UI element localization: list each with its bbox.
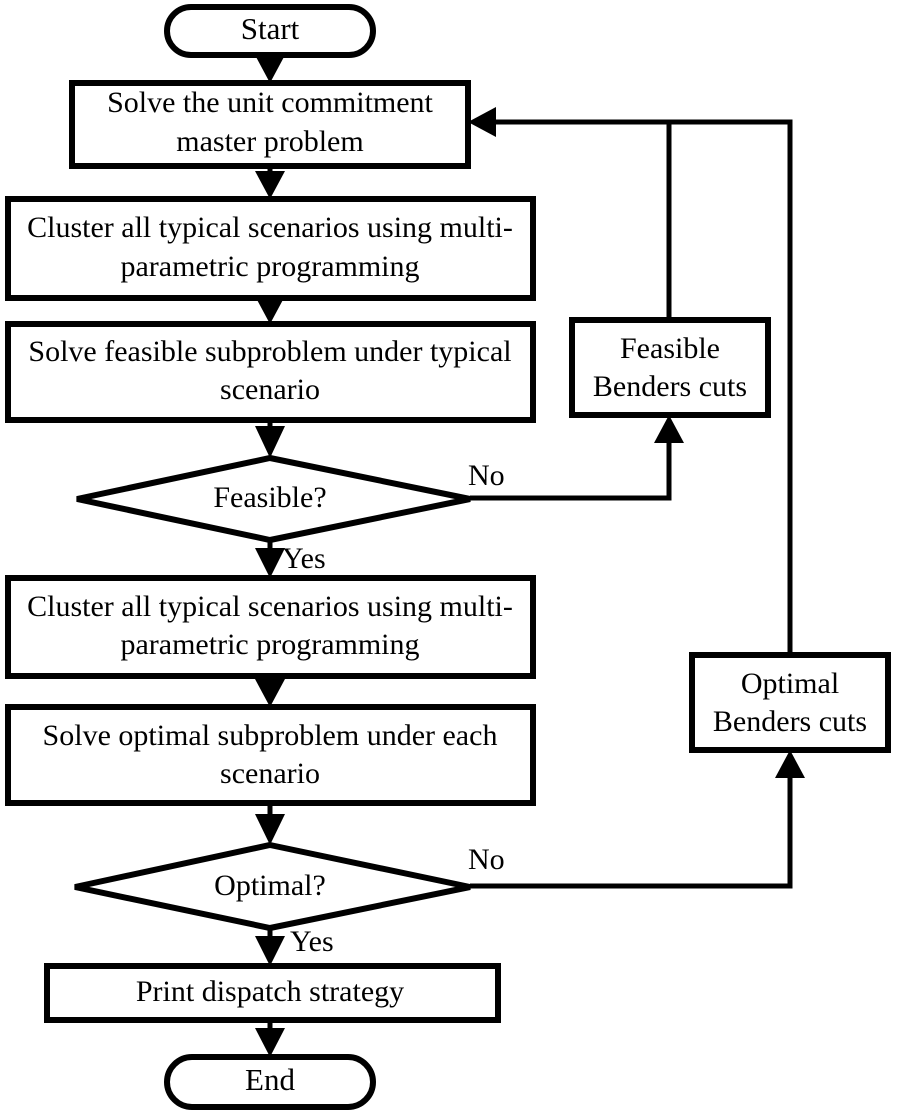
edge-label-optimal-no: No — [468, 843, 505, 876]
node-master-line2: master problem — [176, 125, 363, 158]
node-start[interactable]: Start — [164, 4, 376, 58]
node-cluster-scenarios-1[interactable]: Cluster all typical scenarios using mult… — [5, 196, 536, 301]
node-start-label: Start — [241, 11, 300, 46]
connector-feasiblesub-to-feasible-decision — [255, 420, 285, 458]
node-solve-feasible-subproblem[interactable]: Solve feasible subproblem under typical … — [5, 321, 536, 423]
connector-cluster2-to-optimalsub — [255, 676, 285, 707]
node-optimal-cuts-line2: Benders cuts — [713, 705, 867, 738]
node-solve-optimal-subproblem[interactable]: Solve optimal subproblem under each scen… — [5, 704, 536, 806]
node-optimal-benders-cuts[interactable]: Optimal Benders cuts — [689, 652, 891, 753]
connector-feasible-yes-to-cluster2 — [255, 540, 285, 578]
node-print-label: Print dispatch strategy — [136, 975, 404, 1008]
node-master-line1: Solve the unit commitment — [107, 86, 433, 119]
edge-label-optimal-yes: Yes — [290, 925, 334, 958]
connector-optimal-yes-to-print — [255, 928, 285, 966]
node-cluster1-line2: parametric programming — [120, 250, 419, 283]
connector-feasible-no-to-feasible-cuts — [470, 415, 684, 501]
connector-optimal-no-to-optimal-cuts — [470, 750, 805, 889]
node-cluster1-line1: Cluster all typical scenarios using mult… — [27, 211, 513, 244]
node-cluster2-line1: Cluster all typical scenarios using mult… — [27, 590, 513, 623]
edge-label-feasible-yes: Yes — [282, 542, 326, 575]
node-feasible-benders-cuts[interactable]: Feasible Benders cuts — [569, 317, 771, 418]
edge-label-feasible-no: No — [468, 459, 505, 492]
node-end-label: End — [245, 1062, 295, 1097]
node-feasible-decision-label: Feasible? — [213, 481, 326, 514]
connector-master-to-cluster1 — [255, 166, 285, 199]
node-optimal-decision-label: Optimal? — [214, 869, 326, 902]
node-optimal-decision[interactable]: Optimal? — [74, 841, 471, 932]
connector-start-to-master — [255, 55, 285, 83]
node-feasible-decision[interactable]: Feasible? — [76, 454, 471, 544]
node-cluster-scenarios-2[interactable]: Cluster all typical scenarios using mult… — [5, 575, 536, 679]
connector-optimalsub-to-optimal-decision — [255, 803, 285, 845]
node-feasiblesub-line2: scenario — [220, 373, 320, 406]
node-feasiblesub-line1: Solve feasible subproblem under typical — [28, 335, 511, 368]
node-master-problem[interactable]: Solve the unit commitment master problem — [69, 80, 471, 169]
node-optimalsub-line1: Solve optimal subproblem under each — [43, 719, 498, 752]
node-optimalsub-line2: scenario — [220, 757, 320, 790]
node-feasible-cuts-line1: Feasible — [620, 332, 720, 365]
connector-optimal-cuts-to-master — [669, 119, 793, 655]
node-feasible-cuts-line2: Benders cuts — [593, 370, 747, 403]
connector-print-to-end — [255, 1020, 285, 1057]
node-optimal-cuts-line1: Optimal — [741, 667, 839, 700]
node-end[interactable]: End — [164, 1054, 376, 1110]
node-print-dispatch-strategy[interactable]: Print dispatch strategy — [44, 963, 501, 1023]
node-cluster2-line2: parametric programming — [120, 628, 419, 661]
